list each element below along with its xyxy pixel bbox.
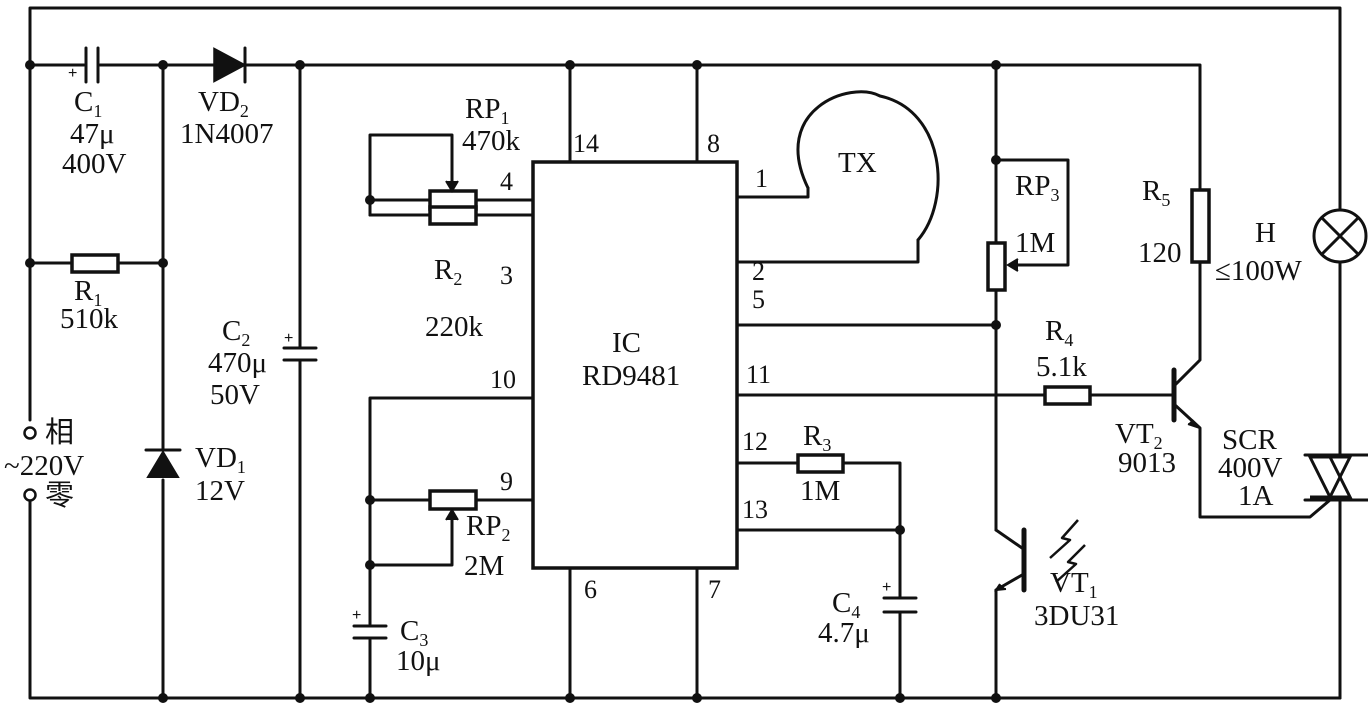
r5-ref: R5 bbox=[1142, 175, 1170, 210]
ic-pin-11: 11 bbox=[746, 360, 771, 389]
ic-pin-2: 2 bbox=[752, 257, 765, 286]
c1-ref: C1 bbox=[74, 86, 102, 121]
c3-ref: C3 bbox=[400, 615, 428, 650]
potentiometer-rp3 bbox=[986, 241, 1019, 292]
phototransistor-vt1 bbox=[993, 519, 1086, 593]
diode-vd2 bbox=[213, 46, 247, 84]
vt1-ref: VT1 bbox=[1050, 567, 1098, 602]
transistor-vt2 bbox=[1171, 367, 1201, 429]
c4-polarity: + bbox=[882, 579, 891, 596]
vt1-value: 3DU31 bbox=[1034, 600, 1119, 632]
r2-ref: R2 bbox=[434, 254, 462, 289]
c2-ref: C2 bbox=[222, 315, 250, 350]
wiring bbox=[28, 6, 1342, 700]
vd1-value: 12V bbox=[195, 475, 245, 507]
ic-value: RD9481 bbox=[582, 360, 680, 392]
resistor-r1 bbox=[70, 253, 120, 274]
c1-rating: 400V bbox=[62, 148, 127, 180]
scr-value: 400V bbox=[1218, 452, 1283, 484]
resistor-r2 bbox=[428, 205, 478, 226]
r5-value: 120 bbox=[1138, 237, 1182, 269]
ic-pin-6: 6 bbox=[584, 575, 597, 604]
rp2-ref: RP2 bbox=[466, 510, 510, 545]
r3-value: 1M bbox=[800, 475, 840, 507]
ic-pin-7: 7 bbox=[708, 575, 721, 604]
ic-pin-13: 13 bbox=[742, 495, 768, 524]
ic-rd9481 bbox=[531, 160, 739, 570]
capacitor-c4: + bbox=[882, 579, 918, 614]
h-ref: H bbox=[1255, 217, 1276, 249]
vd2-ref: VD2 bbox=[198, 86, 249, 121]
r1-value: 510k bbox=[60, 303, 119, 335]
r1-ref: R1 bbox=[74, 275, 102, 310]
c2-value: 470μ bbox=[208, 347, 267, 379]
vd1-ref: VD1 bbox=[195, 442, 246, 477]
r4-value: 5.1k bbox=[1036, 351, 1087, 383]
junction-dots bbox=[25, 60, 1001, 703]
r2-value: 220k bbox=[425, 311, 484, 343]
r3-ref: R3 bbox=[803, 420, 831, 455]
capacitor-c1: + bbox=[68, 46, 100, 84]
lamp-h bbox=[1312, 208, 1368, 264]
rp3-value: 1M bbox=[1015, 227, 1055, 259]
ic-pin-5: 5 bbox=[752, 285, 765, 314]
potentiometer-rp1 bbox=[428, 170, 478, 211]
rp1-value: 470k bbox=[462, 125, 521, 157]
ic-pin-9: 9 bbox=[500, 467, 513, 496]
capacitor-c3: + bbox=[352, 607, 388, 640]
potentiometer-rp2 bbox=[428, 489, 478, 521]
resistor-r3 bbox=[796, 453, 845, 474]
c3-value: 10μ bbox=[396, 645, 441, 677]
resistor-r4 bbox=[1043, 385, 1092, 406]
terminal-neutral: 零 bbox=[45, 480, 74, 512]
capacitor-c2: + bbox=[282, 330, 318, 362]
zener-vd1 bbox=[144, 448, 182, 478]
buzzer-tx bbox=[796, 90, 940, 242]
triac-scr bbox=[1303, 453, 1368, 502]
tx-ref: TX bbox=[838, 147, 877, 179]
ic-pin-12: 12 bbox=[742, 427, 768, 456]
h-value: ≤100W bbox=[1215, 255, 1302, 287]
resistor-r5 bbox=[1190, 188, 1211, 264]
c1-value: 47μ bbox=[70, 118, 115, 150]
rp1-ref: RP1 bbox=[465, 93, 509, 128]
r4-ref: R4 bbox=[1045, 315, 1073, 350]
c4-ref: C4 bbox=[832, 587, 860, 622]
c4-value: 4.7μ bbox=[818, 617, 870, 649]
vd2-value: 1N4007 bbox=[180, 118, 273, 150]
scr-rating: 1A bbox=[1238, 480, 1274, 512]
ic-pin-1: 1 bbox=[755, 164, 768, 193]
vt2-value: 9013 bbox=[1118, 447, 1176, 479]
ic-ref: IC bbox=[612, 327, 641, 359]
terminal-phase: 相 bbox=[45, 416, 74, 449]
ic-pin-14: 14 bbox=[573, 129, 599, 158]
ic-pin-8: 8 bbox=[707, 129, 720, 158]
c3-polarity: + bbox=[352, 607, 361, 624]
vt2-ref: VT2 bbox=[1115, 418, 1163, 453]
c1-polarity: + bbox=[68, 65, 77, 82]
rp3-ref: RP3 bbox=[1015, 170, 1059, 205]
ic-pin-4: 4 bbox=[500, 167, 513, 196]
c2-rating: 50V bbox=[210, 379, 260, 411]
c2-polarity: + bbox=[284, 330, 293, 347]
ac-terminals bbox=[23, 426, 37, 502]
ic-pin-10: 10 bbox=[490, 365, 516, 394]
terminal-voltage: ~220V bbox=[4, 450, 84, 482]
ic-pin-3: 3 bbox=[500, 261, 513, 290]
scr-ref: SCR bbox=[1222, 424, 1277, 456]
rp2-value: 2M bbox=[464, 550, 504, 582]
